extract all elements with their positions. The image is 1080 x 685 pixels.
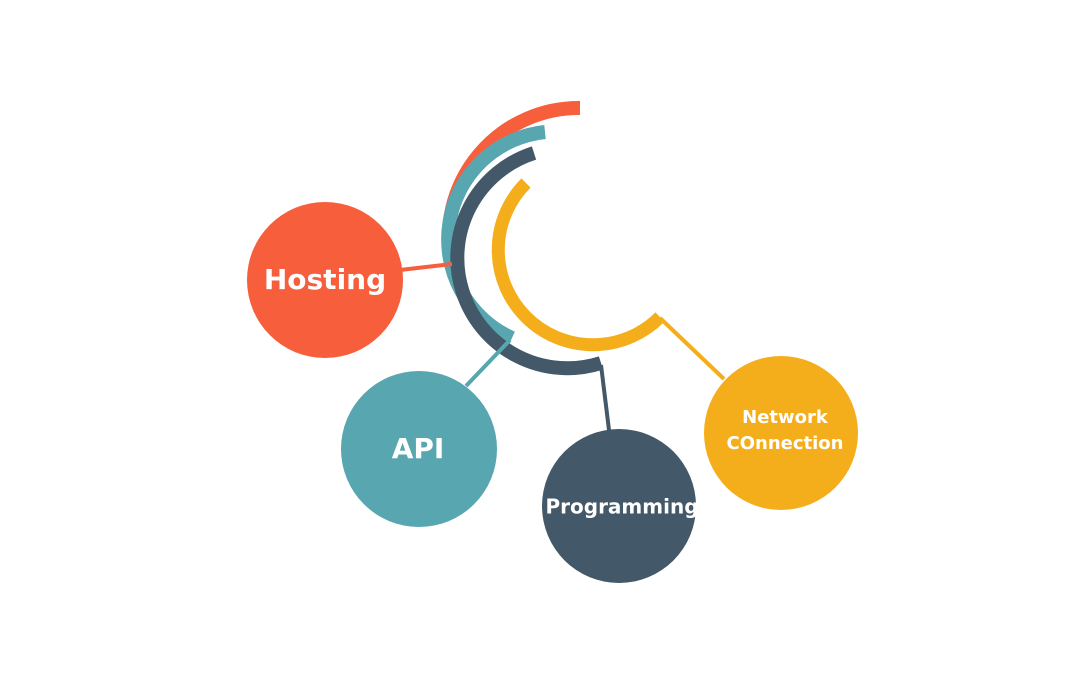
network-arc: [491, 178, 665, 352]
api-label: API: [392, 432, 445, 465]
network-circle: [704, 356, 858, 510]
hosting-label: Hosting: [264, 263, 386, 296]
network-connector: [658, 316, 726, 381]
network-label-line1: Network: [742, 407, 829, 428]
programming-circle: [542, 429, 696, 583]
center-title: Web Development: [553, 227, 862, 262]
api-connector: [464, 338, 512, 388]
api-circle: [341, 371, 497, 527]
node-api: API: [341, 371, 497, 527]
programming-label: Programming: [545, 495, 698, 519]
node-hosting: Hosting: [247, 202, 403, 358]
network-label-line2: COnnection: [727, 433, 844, 454]
programming-arc: [450, 146, 604, 376]
node-network: Network COnnection: [704, 356, 858, 510]
hosting-circle: [247, 202, 403, 358]
node-programming: Programming: [542, 429, 699, 583]
programming-connector: [599, 364, 611, 431]
hosting-connector: [399, 262, 453, 272]
